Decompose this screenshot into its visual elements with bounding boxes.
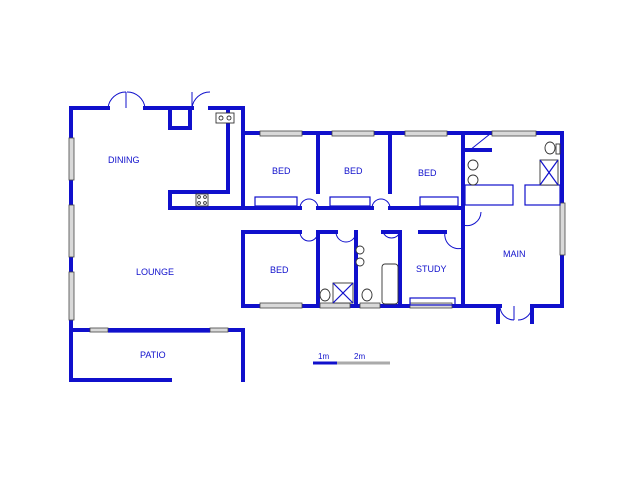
- doors: [107, 91, 533, 321]
- room-label-main: MAIN: [503, 249, 526, 259]
- walls: [69, 106, 564, 382]
- room-label-bed-4: BED: [270, 265, 289, 275]
- room-label-bed-3: BED: [418, 168, 437, 178]
- room-labels: DINING LOUNGE PATIO BED BED BED BED STUD…: [108, 155, 526, 360]
- toilet-icon: [319, 288, 331, 302]
- room-label-bed-2: BED: [344, 166, 363, 176]
- scale-label-1m: 1m: [318, 352, 329, 361]
- room-label-patio: PATIO: [140, 350, 166, 360]
- scale-label-2m: 2m: [354, 352, 365, 361]
- fixtures: [195, 112, 561, 306]
- sink-icon: [215, 112, 235, 124]
- room-label-bed-1: BED: [272, 166, 291, 176]
- room-label-lounge: LOUNGE: [136, 267, 174, 277]
- bath-icon: [381, 263, 399, 305]
- scale-bar: 1m 2m: [313, 352, 390, 365]
- toilet-icon: [544, 141, 556, 155]
- toilet-icon: [361, 288, 373, 302]
- room-label-dining: DINING: [108, 155, 140, 165]
- room-label-study: STUDY: [416, 264, 447, 274]
- windows: [68, 130, 566, 333]
